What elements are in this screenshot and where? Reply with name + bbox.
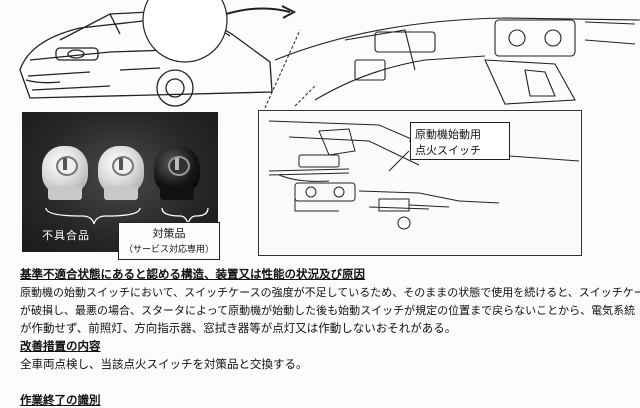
ignition-switch-callout: 原動機始動用 点火スイッチ: [410, 122, 510, 160]
ignition-switch-photo: [22, 112, 218, 252]
defective-label: 不具合品: [42, 229, 90, 242]
cause-line-3: が作動せず、前照灯、方向指示器、窓拭き器等が点灯又は作動しないおそれがある。: [20, 321, 457, 335]
fixed-switch: [154, 146, 200, 200]
fixed-label-note: （サービス対応専用）: [123, 245, 214, 255]
section-heading-remedy: 改善措置の内容: [20, 339, 101, 353]
section-heading-cause: 基準不適合状態にあると認める構造、装置又は性能の状況及び原因: [20, 267, 365, 281]
fixed-label: 対策品: [152, 227, 186, 240]
defective-switch-2: [98, 146, 144, 200]
dashboard-illustration: [264, 17, 640, 109]
remedy-line-1: 全車両点検し、当該点火スイッチを対策品と交換する。: [20, 357, 308, 371]
section-heading-completion: 作業終了の識別: [20, 393, 101, 407]
pointer-arrow: [225, 5, 297, 19]
defective-switch-1: [42, 146, 88, 200]
callout-line-1: 原動機始動用: [415, 128, 481, 141]
cause-line-2: が破損し、最悪の場合、スタータによって原動機が始動した後も始動スイッチが規定の位…: [20, 304, 636, 317]
car-illustration: [19, 0, 273, 107]
callout-line-2: 点火スイッチ: [415, 144, 481, 157]
fixed-label-box: 対策品 （サービス対応専用）: [118, 222, 220, 260]
cause-line-1: 原動機の始動スイッチにおいて、スイッチケースの強度が不足しているため、そのままの…: [20, 286, 640, 299]
steering-column-drawing: [268, 120, 580, 230]
